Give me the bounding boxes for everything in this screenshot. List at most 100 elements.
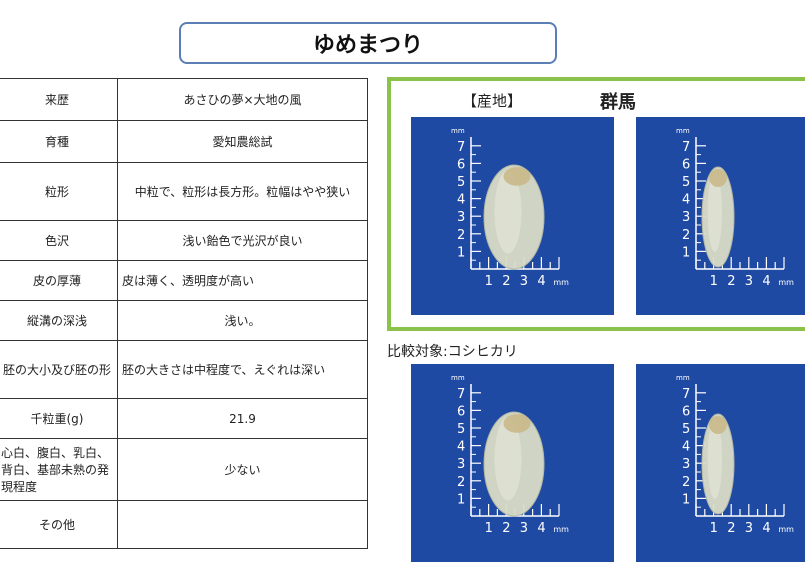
table-row: 皮の厚薄皮は薄く、透明度が高い: [0, 260, 368, 301]
table-row: 粒形中粒で、粒形は長方形。粒幅はやや狭い: [0, 162, 368, 221]
ruler-unit: mm: [676, 127, 690, 135]
ruler-h-label: 1: [485, 521, 493, 536]
ruler-tick-label: 7: [457, 387, 465, 402]
row-value: 愛知農総試: [117, 120, 368, 163]
ruler-tick-label: 2: [682, 475, 690, 490]
ruler-unit: mm: [451, 127, 465, 135]
ruler-h-unit: mm: [778, 278, 794, 287]
ruler-h-label: 1: [710, 274, 718, 289]
ruler-h-label: 4: [537, 274, 545, 289]
ruler-tick-label: 3: [457, 210, 465, 225]
rice-embryo: [709, 416, 727, 434]
ruler-h-label: 2: [502, 274, 510, 289]
row-value: あさひの夢×大地の風: [117, 78, 368, 121]
table-row: 千粒重(g)21.9: [0, 398, 368, 439]
row-value: 胚の大きさは中程度で、えぐれは深い: [117, 340, 368, 399]
ruler-tick-label: 4: [682, 440, 690, 455]
row-label: 胚の大小及び胚の形: [0, 340, 118, 399]
ruler-tick-label: 2: [457, 475, 465, 490]
ruler-tick-label: 6: [457, 404, 465, 419]
ruler-h-label: 4: [762, 274, 770, 289]
ruler-h-unit: mm: [553, 278, 569, 287]
spec-table: 来歴あさひの夢×大地の風育種愛知農総試粒形中粒で、粒形は長方形。粒幅はやや狭い色…: [0, 78, 368, 549]
ruler-tick-label: 3: [457, 457, 465, 472]
ruler-tick-label: 5: [457, 175, 465, 190]
table-row: 色沢浅い飴色で光沢が良い: [0, 220, 368, 261]
rice-grain-highlight: [707, 419, 722, 499]
ruler-h-label: 3: [520, 274, 528, 289]
ruler-h-label: 2: [502, 521, 510, 536]
row-label: 粒形: [0, 162, 118, 221]
row-value: 皮は薄く、透明度が高い: [117, 260, 368, 301]
ruler-h-label: 3: [520, 521, 528, 536]
ruler-tick-label: 3: [682, 210, 690, 225]
ruler-tick-label: 1: [457, 492, 465, 507]
table-row: 心白、腹白、乳白、背白、基部未熟の発現程度少ない: [0, 438, 368, 501]
ruler-tick-label: 4: [682, 193, 690, 208]
row-label: 心白、腹白、乳白、背白、基部未熟の発現程度: [0, 438, 118, 501]
row-value: 少ない: [117, 438, 368, 501]
ruler-tick-label: 7: [457, 140, 465, 155]
ruler-tick-label: 6: [682, 157, 690, 172]
origin-label: 【産地】: [462, 92, 523, 110]
row-label: その他: [0, 500, 118, 549]
ruler-h-label: 2: [727, 274, 735, 289]
ruler-h-label: 1: [485, 274, 493, 289]
row-value: 浅い。: [117, 300, 368, 341]
origin-photo-frame: [387, 77, 805, 331]
ruler-tick-label: 1: [682, 245, 690, 260]
ruler-tick-label: 1: [682, 492, 690, 507]
row-label: 来歴: [0, 78, 118, 121]
rice-grain-highlight: [494, 170, 522, 254]
ruler-tick-label: 5: [457, 422, 465, 437]
table-row: 胚の大小及び胚の形胚の大きさは中程度で、えぐれは深い: [0, 340, 368, 399]
ruler-h-label: 4: [762, 521, 770, 536]
ruler-unit: mm: [676, 374, 690, 382]
rice-embryo: [709, 169, 727, 187]
row-label: 皮の厚薄: [0, 260, 118, 301]
row-label: 縦溝の深浅: [0, 300, 118, 341]
ruler-tick-label: 5: [682, 175, 690, 190]
ruler-h-label: 1: [710, 521, 718, 536]
ruler-tick-label: 6: [682, 404, 690, 419]
table-row: 縦溝の深浅浅い。: [0, 300, 368, 341]
ruler-tick-label: 4: [457, 440, 465, 455]
row-value: 浅い飴色で光沢が良い: [117, 220, 368, 261]
ruler-h-unit: mm: [778, 525, 794, 534]
rice-embryo: [503, 167, 531, 186]
ruler-unit: mm: [451, 374, 465, 382]
ruler-tick-label: 7: [682, 140, 690, 155]
ruler-tick-label: 5: [682, 422, 690, 437]
ruler-h-label: 2: [727, 521, 735, 536]
ruler-tick-label: 2: [457, 228, 465, 243]
ruler-tick-label: 6: [457, 157, 465, 172]
rice-embryo: [503, 414, 531, 433]
row-value: [117, 500, 368, 549]
ruler-tick-label: 3: [682, 457, 690, 472]
ruler-tick-label: 1: [457, 245, 465, 260]
row-label: 色沢: [0, 220, 118, 261]
row-value: 中粒で、粒形は長方形。粒幅はやや狭い: [117, 162, 368, 221]
table-row: その他: [0, 500, 368, 549]
ruler-tick-label: 7: [682, 387, 690, 402]
table-row: 来歴あさひの夢×大地の風: [0, 78, 368, 121]
row-label: 育種: [0, 120, 118, 163]
origin-value: 群馬: [600, 92, 636, 113]
page-title: ゆめまつり: [179, 22, 557, 64]
rice-grain-highlight: [707, 172, 722, 252]
ruler-h-label: 4: [537, 521, 545, 536]
ruler-tick-label: 4: [457, 193, 465, 208]
ruler-h-unit: mm: [553, 525, 569, 534]
ruler-h-label: 3: [745, 521, 753, 536]
table-row: 育種愛知農総試: [0, 120, 368, 163]
ruler-h-label: 3: [745, 274, 753, 289]
row-label: 千粒重(g): [0, 398, 118, 439]
